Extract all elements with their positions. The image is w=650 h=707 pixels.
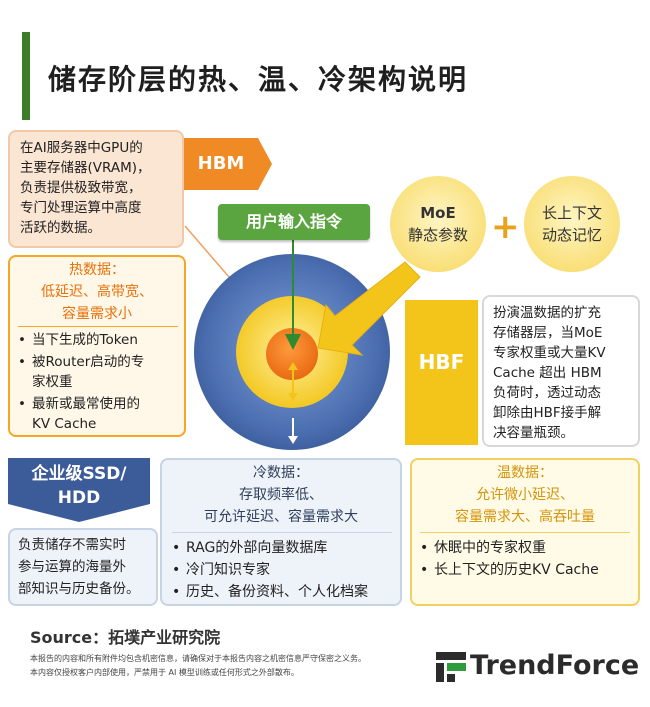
- warm-data-list: 休眠中的专家权重 长上下文的历史KV Cache: [420, 538, 635, 582]
- moe-subtitle: 静态参数: [407, 226, 468, 244]
- disclaimer-line: 本报告的内容和所有附件均包含机密信息，请确保对于本报告内容之机密信息严守保密之义…: [30, 654, 366, 663]
- cold-heading-line: 冷数据：: [253, 465, 309, 481]
- hbm-desc-line: 负责提供极致带宽，: [20, 180, 142, 196]
- list-item: 历史、备份资料、个人化档案: [172, 582, 402, 602]
- context-title: 长上下文: [541, 204, 602, 222]
- warm-heading-line: 温数据：: [497, 465, 553, 481]
- hbf-desc-line: 负荷时，透过动态: [493, 385, 601, 401]
- warm-heading-line: 允许微小延迟、: [476, 487, 574, 503]
- disclaimer-line: 本内容仅授权客户内部使用，严禁用于 AI 模型训练或任何形式之外部散布。: [30, 668, 299, 677]
- warm-cold-arrow-head: [288, 436, 298, 444]
- hot-heading-line: 热数据：: [69, 262, 125, 278]
- hbf-desc-line: 卸除由HBF接手解: [493, 405, 602, 421]
- hbm-tag-label: HBM: [197, 153, 245, 174]
- context-bubble: 长上下文 动态记忆: [524, 176, 620, 272]
- hbm-desc-line: 主要存储器(VRAM)，: [20, 160, 151, 176]
- list-item: 休眠中的专家权重: [420, 538, 635, 558]
- hot-data-heading: 热数据： 低延迟、高带宽、 容量需求小: [8, 255, 186, 325]
- ssd-tag-shape: [8, 458, 150, 522]
- hot-tier-circle: [266, 328, 318, 380]
- ssd-tag-label: 企业级SSD/ HDD: [8, 462, 150, 510]
- hbm-desc-line: 在AI服务器中GPU的: [20, 140, 143, 156]
- hbm-desc-line: 活跃的数据。: [20, 220, 101, 236]
- hot-heading-line: 低延迟、高带宽、: [41, 284, 153, 300]
- list-item: 长上下文的历史KV Cache: [420, 560, 635, 580]
- moe-title: MoE: [420, 204, 456, 222]
- warm-data-heading: 温数据： 允许微小延迟、 容量需求大、高吞吐量: [410, 462, 640, 528]
- source-label: Source：拓墣产业研究院: [30, 628, 221, 647]
- cold-heading-line: 可允许延迟、容量需求大: [204, 509, 358, 525]
- hbm-desc-line: 专门处理运算中高度: [20, 200, 142, 216]
- hot-warm-arrow-up: [288, 362, 298, 370]
- hbf-desc-line: Cache 超出 HBM: [493, 365, 602, 381]
- cold-data-list: RAG的外部向量数据库 冷门知识专家 历史、备份资料、个人化档案: [172, 538, 402, 604]
- hbf-description: 扮演温数据的扩充 存储器层，当MoE 专家权重或大量KV Cache 超出 HB…: [482, 295, 640, 447]
- list-item: 冷门知识专家: [172, 560, 402, 580]
- ssd-desc-line: 负责储存不需实时: [18, 537, 126, 553]
- hot-heading-line: 容量需求小: [62, 306, 132, 322]
- trendforce-logo-text: TrendForce: [470, 650, 640, 681]
- hbf-desc-line: 存储器层，当MoE: [493, 325, 603, 341]
- cold-heading-line: 存取频率低、: [239, 487, 323, 503]
- hbf-tag-label: HBF: [418, 350, 465, 374]
- hbf-desc-line: 扮演温数据的扩充: [493, 305, 601, 321]
- ssd-description: 负责储存不需实时 参与运算的海量外 部知识与历史备份。: [8, 528, 158, 606]
- ssd-tag-line: 企业级SSD/: [31, 464, 127, 484]
- hot-warm-arrow-down: [288, 393, 298, 401]
- hbm-tag-shape: [176, 138, 272, 190]
- ssd-desc-line: 部知识与历史备份。: [18, 581, 140, 597]
- hbf-desc-line: 专家权重或大量KV: [493, 345, 606, 361]
- hbf-desc-line: 决容量瓶颈。: [493, 425, 574, 441]
- ssd-tag-line: HDD: [57, 488, 101, 508]
- list-item: 当下生成的Token: [18, 330, 183, 350]
- warm-heading-line: 容量需求大、高吞吐量: [455, 509, 595, 525]
- user-input-label: 用户输入指令: [218, 204, 370, 240]
- ssd-desc-line: 参与运算的海量外: [18, 559, 126, 575]
- moe-input-arrow: [317, 261, 421, 356]
- page-title: 储存阶层的热、温、冷架构说明: [48, 63, 469, 96]
- hbm-description: 在AI服务器中GPU的 主要存储器(VRAM)， 负责提供极致带宽， 专门处理运…: [8, 130, 184, 248]
- disclaimer: 本报告的内容和所有附件均包含机密信息，请确保对于本报告内容之机密信息严守保密之义…: [30, 652, 450, 680]
- trendforce-logo-icon: [436, 652, 466, 682]
- plus-icon: +: [491, 207, 520, 247]
- title-accent-bar: [22, 32, 30, 120]
- hbf-tag-shape: [405, 300, 478, 445]
- cold-divider: [172, 532, 392, 533]
- cold-data-heading: 冷数据： 存取频率低、 可允许延迟、容量需求大: [160, 462, 402, 528]
- context-subtitle: 动态记忆: [541, 226, 602, 244]
- warm-divider: [420, 532, 630, 533]
- moe-bubble: MoE 静态参数: [390, 176, 486, 272]
- list-item: RAG的外部向量数据库: [172, 538, 402, 558]
- hot-divider: [18, 326, 178, 327]
